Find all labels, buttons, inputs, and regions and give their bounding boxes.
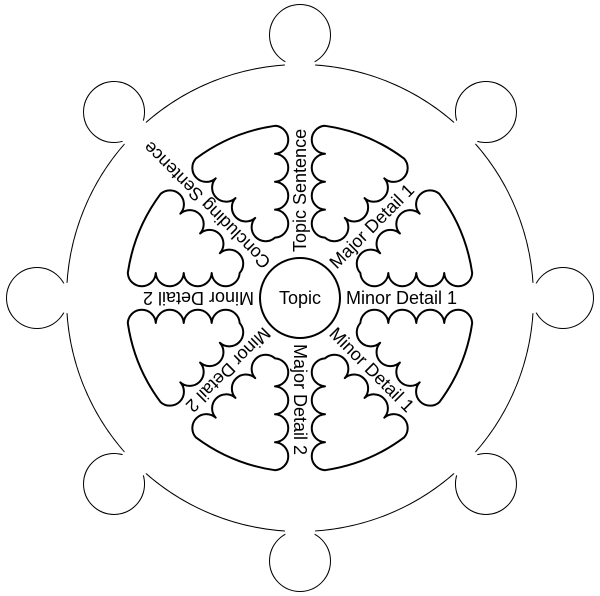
hub-label: Topic [279, 288, 321, 308]
spoke-label-topic-sentence: Topic Sentence [290, 129, 310, 252]
knob-neck [112, 447, 151, 486]
wheel-gap-3 [355, 308, 474, 407]
wheel-handle-knob [270, 5, 330, 65]
wheel-gap-8 [191, 124, 290, 243]
wheel-gap-5 [191, 353, 290, 472]
knob-neck [47, 282, 73, 314]
spoke-label-major-detail-2: Major Detail 2 [290, 344, 310, 455]
hub-circle [259, 257, 341, 339]
wheel-gap-2 [355, 189, 474, 288]
wheel-handle-knob [7, 268, 67, 328]
wheel-gap-4 [310, 353, 409, 472]
wheel-gap-7 [126, 189, 245, 288]
wheel-gap-6 [126, 308, 245, 407]
knob-neck [449, 447, 488, 486]
knob-neck [284, 45, 316, 71]
wheel-handle-knob [533, 268, 593, 328]
knob-neck [449, 110, 488, 149]
knob-neck [527, 282, 553, 314]
wheel-handle-knob [270, 531, 330, 591]
wheel-gap-1 [310, 124, 409, 243]
knob-neck [112, 110, 151, 149]
spoke-label-minor-detail-1a: Minor Detail 1 [346, 288, 457, 308]
knob-neck [284, 525, 316, 551]
spoke-label-minor-detail-2b: Minor Detail 2 [143, 288, 254, 308]
